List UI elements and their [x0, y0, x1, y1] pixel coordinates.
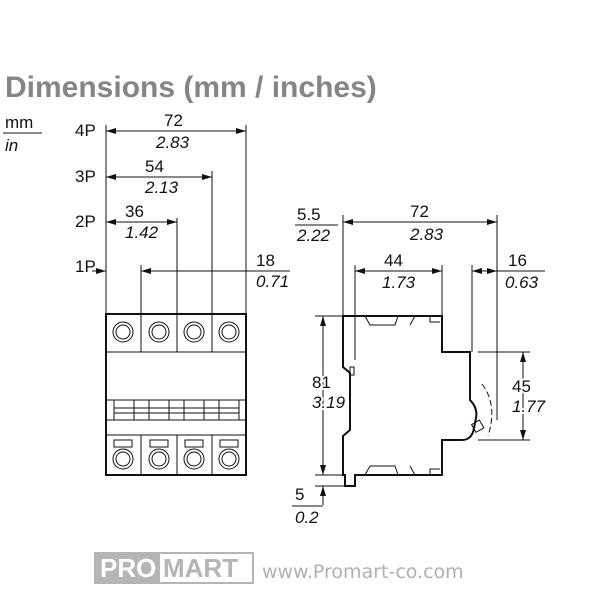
svg-text:36: 36 — [125, 202, 144, 221]
svg-text:16: 16 — [508, 251, 527, 270]
svg-text:72: 72 — [410, 202, 429, 221]
breaker-side-view — [342, 315, 493, 487]
svg-text:2.83: 2.83 — [155, 133, 190, 152]
pole-label-3p: 3P — [75, 167, 96, 186]
breaker-front-view — [105, 313, 247, 476]
svg-text:0.71: 0.71 — [256, 272, 289, 291]
svg-text:0.63: 0.63 — [505, 273, 539, 292]
page-title: Dimensions (mm / inches) — [5, 71, 377, 104]
svg-text:MART: MART — [163, 553, 238, 583]
svg-text:3.19: 3.19 — [312, 393, 346, 412]
promart-logo: PRO MART — [94, 552, 254, 584]
svg-text:1.42: 1.42 — [125, 223, 159, 242]
side-view-dimensions: 5.5 2.22 72 2.83 44 1.73 16 0.63 81 3.19… — [292, 202, 548, 527]
svg-text:45: 45 — [512, 377, 531, 396]
svg-text:PRO: PRO — [100, 553, 156, 583]
pole-label-2p: 2P — [75, 212, 96, 231]
svg-text:5: 5 — [295, 485, 304, 504]
svg-text:0.2: 0.2 — [295, 508, 319, 527]
svg-text:2.13: 2.13 — [144, 178, 179, 197]
svg-text:2.83: 2.83 — [409, 225, 444, 244]
svg-text:5.5: 5.5 — [297, 205, 321, 224]
front-view-dimensions: 4P 72 2.83 3P 54 2.13 2P 36 1.42 1P 18 0… — [75, 111, 290, 314]
pole-label-4p: 4P — [75, 121, 96, 140]
svg-text:81: 81 — [312, 373, 331, 392]
svg-text:72: 72 — [164, 111, 183, 130]
svg-text:mm: mm — [5, 113, 33, 132]
svg-text:2.22: 2.22 — [296, 226, 331, 245]
svg-text:44: 44 — [384, 251, 403, 270]
svg-text:54: 54 — [145, 157, 164, 176]
pole-label-1p: 1P — [75, 257, 96, 276]
units-legend: mm in — [3, 113, 42, 155]
website-url: www.Promart-co.com — [262, 561, 464, 583]
svg-text:in: in — [5, 136, 18, 155]
svg-text:18: 18 — [256, 251, 275, 270]
svg-text:1.77: 1.77 — [512, 397, 546, 416]
svg-text:1.73: 1.73 — [382, 273, 416, 292]
